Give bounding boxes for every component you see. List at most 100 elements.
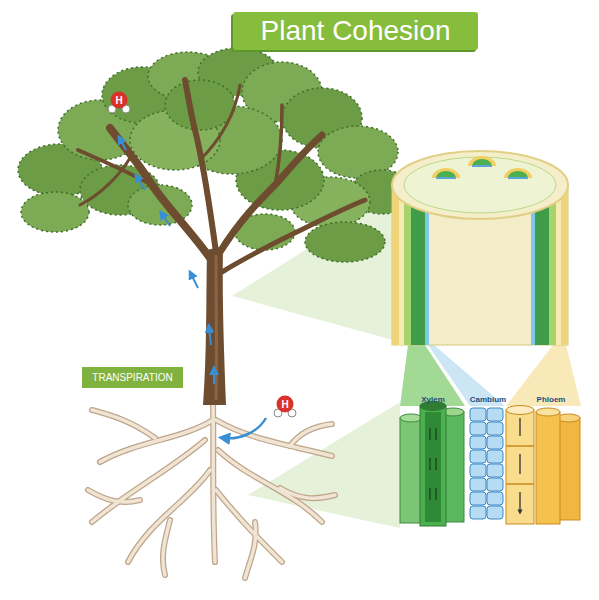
vessel-top [400, 414, 422, 422]
cambium-cell [470, 408, 486, 421]
canopy [18, 48, 414, 262]
vascular-bundle [432, 168, 460, 178]
bark-band [561, 185, 568, 345]
branch [275, 105, 282, 186]
cambium-cell [487, 506, 503, 519]
root-outline [88, 400, 335, 578]
node-text: H [281, 399, 288, 410]
root [290, 424, 332, 446]
root [216, 490, 282, 562]
cortex-band [556, 185, 561, 345]
foliage-clump [21, 192, 89, 232]
root [280, 488, 335, 498]
cambium-cell [487, 478, 503, 491]
part-label: Phloem [537, 395, 566, 404]
cortex-band [399, 185, 404, 345]
cambium-line [436, 177, 456, 179]
water-flow-arrow [137, 177, 145, 190]
cambium-cell [487, 450, 503, 463]
part-label: Xylem [421, 395, 445, 404]
vessel-interior [425, 412, 441, 522]
water-flow-arrow [191, 274, 198, 288]
root-fill [88, 400, 335, 578]
bark-band [392, 185, 399, 345]
root [128, 470, 210, 562]
phloem-band [404, 185, 411, 345]
cambium-line [472, 165, 492, 167]
root [92, 440, 205, 522]
title-text: Plant Cohesion [261, 15, 451, 47]
root [290, 424, 332, 446]
tube-top [536, 408, 560, 416]
water-flow-arrow [224, 418, 266, 438]
root [92, 410, 155, 438]
cambium-cells [470, 408, 503, 519]
root [100, 420, 213, 462]
foliage-clump [165, 80, 235, 130]
root [128, 470, 210, 562]
branches [78, 80, 365, 272]
node-text-group: H [115, 95, 122, 106]
node-circle [277, 396, 294, 413]
branch [222, 200, 365, 272]
root [92, 440, 205, 522]
root [216, 490, 282, 562]
root [213, 400, 215, 562]
phloem-band [549, 185, 556, 345]
root [213, 400, 215, 562]
root [92, 410, 155, 438]
cambium-cell [470, 506, 486, 519]
oxygen-atom: H [110, 91, 128, 109]
sap-flow-arrow [519, 418, 520, 512]
xylem-vessel [400, 418, 422, 523]
part-label: Cambium [470, 395, 506, 404]
cambium-cell [487, 422, 503, 435]
cambium-line [508, 177, 528, 179]
root [100, 420, 213, 462]
branch [80, 158, 130, 205]
vessel-pits [430, 428, 436, 500]
water-flow-arrow [120, 139, 126, 150]
root [245, 522, 256, 578]
cambium-cell [487, 436, 503, 449]
trunk-highlight [215, 252, 218, 400]
vascular-bundle [468, 156, 496, 166]
cambium-cell [470, 492, 486, 505]
node-text-group: H [281, 399, 288, 410]
cambium-cell [470, 422, 486, 435]
water-flow-arrow [209, 328, 211, 345]
vascular-bundle [436, 171, 456, 178]
water-flow-arrow [162, 214, 170, 226]
node-text-group: TRANSPIRATION [92, 372, 172, 383]
foliage-clump [305, 222, 385, 262]
cambium-cell [487, 464, 503, 477]
branch [220, 135, 322, 252]
title-banner: Plant Cohesion [233, 12, 478, 50]
root [163, 520, 170, 575]
root [88, 490, 140, 502]
sieve-tube [506, 410, 534, 524]
node-text: TRANSPIRATION [92, 372, 172, 383]
cambium-cell [470, 464, 486, 477]
vascular-bundle [472, 159, 492, 166]
phloem-tube [536, 412, 560, 524]
zoom-wedge [506, 345, 581, 406]
process-label-box: TRANSPIRATION [82, 367, 183, 388]
water-flow-arrows [120, 139, 214, 384]
branch [200, 85, 240, 160]
xylem-vessel [420, 406, 446, 526]
stem-top-face [392, 151, 568, 219]
cambium-cell [487, 408, 503, 421]
cambium-cell [470, 478, 486, 491]
node-text: H [115, 95, 122, 106]
water-flow-arrow [213, 370, 215, 384]
cambium-cell [487, 492, 503, 505]
zoom-wedge [248, 402, 400, 528]
cambium-cell [470, 450, 486, 463]
root [163, 520, 170, 575]
branch [185, 80, 216, 252]
stem-inner-ring [404, 157, 556, 213]
branch [110, 128, 210, 258]
